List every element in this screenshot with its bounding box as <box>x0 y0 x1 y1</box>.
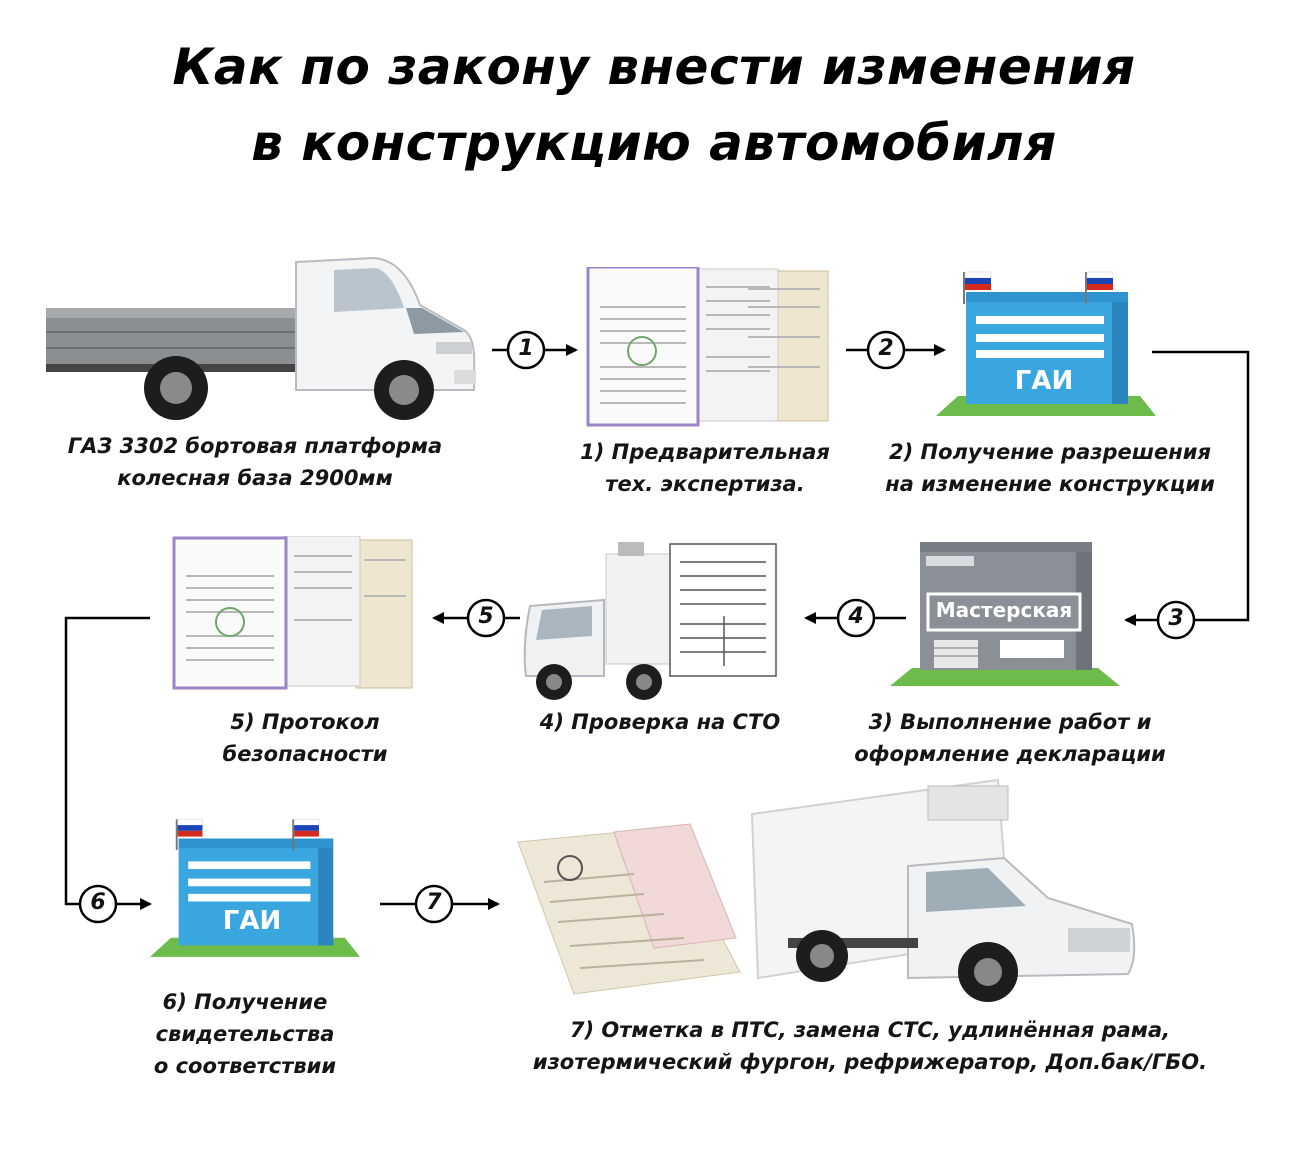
caption-truck: ГАЗ 3302 бортовая платформа колесная баз… <box>67 434 443 490</box>
caption-step3: 3) Выполнение работ и оформление деклара… <box>854 710 1166 766</box>
workshop-sign: Мастерская <box>935 598 1073 622</box>
step-number-3: 3 <box>1168 606 1184 631</box>
gai-sign-bottom: ГАИ <box>222 906 282 936</box>
caption-step6: 6) Получение свидетельства о соответстви… <box>153 990 337 1078</box>
page-title-line1: Как по закону внести изменения <box>172 38 1136 96</box>
caption-step2: 2) Получение разрешения на изменение кон… <box>885 440 1215 496</box>
step-number-5: 5 <box>478 604 494 629</box>
workshop-icon <box>890 542 1120 686</box>
caption-step1: 1) Предварительная тех. экспертиза. <box>580 440 830 496</box>
step-number-1: 1 <box>518 336 534 361</box>
documents-icon <box>172 536 413 690</box>
certificate-icon <box>517 823 741 995</box>
truck-reefer-icon <box>523 542 777 700</box>
page-title-line2: в конструкцию автомобиля <box>251 114 1057 172</box>
step-number-2: 2 <box>878 336 894 361</box>
caption-step5: 5) Протокол безопасности <box>222 710 388 766</box>
caption-step4: 4) Проверка на СТО <box>539 710 781 734</box>
caption-step7: 7) Отметка в ПТС, замена СТС, удлинённая… <box>532 1018 1208 1074</box>
step-number-6: 6 <box>90 890 106 915</box>
truck-flatbed-icon <box>46 256 476 420</box>
step-number-7: 7 <box>426 890 442 915</box>
step-number-4: 4 <box>848 604 864 629</box>
truck-reefer-icon <box>750 778 1136 1002</box>
gai-building-icon <box>150 819 360 957</box>
documents-icon <box>586 267 829 427</box>
arrow-6 <box>64 616 152 910</box>
gai-building-icon <box>936 271 1156 416</box>
gai-sign-top: ГАИ <box>1014 366 1074 396</box>
